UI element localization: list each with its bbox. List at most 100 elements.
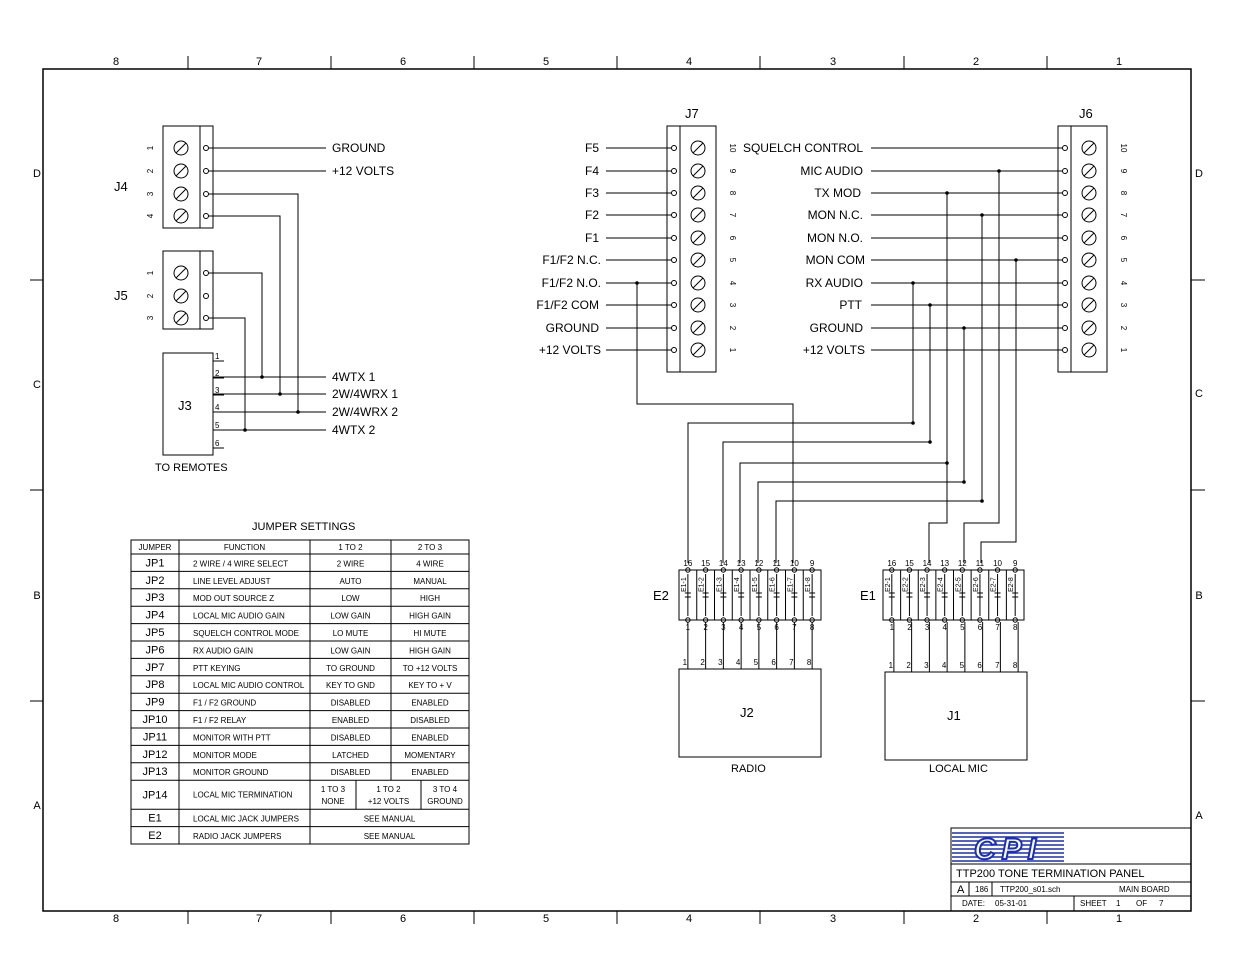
j6-signal: MON N.O. bbox=[807, 231, 863, 245]
j6-pin-tab bbox=[1062, 280, 1068, 286]
j6-terminal-slot bbox=[1083, 209, 1095, 221]
e2-top-pin-number: 14 bbox=[719, 559, 728, 568]
e1-jumper-label: E2-6 bbox=[973, 577, 980, 592]
j6-terminal-slot bbox=[1083, 277, 1095, 289]
j3-pin-number: 1 bbox=[215, 352, 220, 361]
e1-top-pad bbox=[1012, 567, 1018, 573]
table-option-cell: ENABLED bbox=[332, 716, 370, 725]
table-function-cell: LOCAL MIC AUDIO GAIN bbox=[193, 612, 285, 621]
border-col-label: 8 bbox=[113, 913, 119, 925]
of-label: OF bbox=[1136, 899, 1147, 908]
table-option-cell: GROUND bbox=[427, 797, 463, 806]
table-jumper-cell: JP2 bbox=[146, 575, 165, 587]
e1-jumper-label: E2-3 bbox=[920, 577, 927, 592]
border-col-label: 5 bbox=[543, 913, 549, 925]
j7-terminal-screw bbox=[690, 342, 706, 358]
j1-pin-number: 5 bbox=[960, 661, 965, 670]
e1-top-pad bbox=[977, 567, 983, 573]
table-function-cell: F1 / F2 RELAY bbox=[193, 716, 247, 725]
j7-signal: F2 bbox=[585, 208, 599, 222]
table-option-cell: 1 TO 2 bbox=[376, 785, 401, 794]
j2-pin-number: 8 bbox=[807, 658, 812, 667]
table-option-cell: ENABLED bbox=[411, 733, 449, 742]
table-option-cell: 3 TO 4 bbox=[433, 785, 458, 794]
j5-pin-number: 1 bbox=[146, 270, 155, 275]
j7-terminal-screw bbox=[690, 207, 706, 223]
j1-label: J1 bbox=[947, 708, 961, 723]
e2-top-pin-number: 9 bbox=[810, 559, 815, 568]
board-name: MAIN BOARD bbox=[1119, 885, 1170, 894]
border-col-label: 4 bbox=[686, 913, 692, 925]
table-option-cell: 1 TO 3 bbox=[321, 785, 346, 794]
table-jumper-cell: E2 bbox=[148, 830, 161, 842]
j7-pin-number: 6 bbox=[728, 236, 737, 241]
table-option-cell: 2 WIRE bbox=[337, 559, 365, 568]
sheet-total: 7 bbox=[1159, 899, 1164, 908]
j6-terminal-slot bbox=[1083, 254, 1095, 266]
e2-top-pin-number: 16 bbox=[683, 559, 692, 568]
j6-pin-tab bbox=[1062, 190, 1068, 196]
net-junctions bbox=[635, 169, 1018, 503]
j7-terminal-slot bbox=[692, 165, 704, 177]
table-option-cell: DISABLED bbox=[410, 716, 450, 725]
j4-pin-number: 2 bbox=[146, 168, 155, 173]
table-jumper-cell: JP13 bbox=[142, 766, 167, 778]
j7-terminal-slot bbox=[692, 299, 704, 311]
e1-bottom-pad bbox=[994, 617, 1001, 623]
j6-terminal-screw bbox=[1081, 297, 1097, 313]
j7-terminal-screw bbox=[690, 252, 706, 268]
j6-terminal-slot bbox=[1083, 165, 1095, 177]
j7-terminal-slot bbox=[692, 142, 704, 154]
table-option-cell: AUTO bbox=[339, 577, 361, 586]
e1-bottom-pad bbox=[906, 617, 913, 623]
border-col-label: 6 bbox=[400, 913, 406, 925]
e2-jumper-label: E1-6 bbox=[770, 577, 777, 592]
table-function-cell: PTT KEYING bbox=[193, 664, 240, 673]
drawing-date: 05-31-01 bbox=[995, 899, 1028, 908]
table-option-cell: KEY TO + V bbox=[408, 681, 452, 690]
border-row-label: A bbox=[1195, 810, 1203, 822]
table-function-cell: MONITOR WITH PTT bbox=[193, 733, 271, 742]
border-col-label: 7 bbox=[256, 56, 262, 68]
table-function-cell: LINE LEVEL ADJUST bbox=[193, 577, 271, 586]
e1-top-pad bbox=[889, 567, 895, 573]
j7-terminal-screw bbox=[690, 230, 706, 246]
drawing-title: TTP200 TONE TERMINATION PANEL bbox=[956, 868, 1144, 880]
j7-signal: +12 VOLTS bbox=[539, 343, 601, 357]
table-jumper-cell: JP5 bbox=[146, 627, 165, 639]
j6-terminal-screw bbox=[1081, 342, 1097, 358]
table-jumper-cell: JP11 bbox=[143, 731, 167, 743]
table-option-cell: SEE MANUAL bbox=[364, 832, 416, 841]
j6-terminal-screw bbox=[1081, 207, 1097, 223]
e1-jumper-label: E2-1 bbox=[885, 577, 892, 592]
wiring-nets bbox=[636, 171, 1017, 563]
j3-pin-number: 5 bbox=[215, 421, 220, 430]
title-block: CPI TTP200 TONE TERMINATION PANEL A 186 … bbox=[950, 827, 1192, 912]
cpi-logo-text: CPI bbox=[974, 833, 1042, 866]
e2-top-pin-number: 13 bbox=[737, 559, 746, 568]
border-row-label: B bbox=[33, 590, 40, 602]
table-function-cell: MOD OUT SOURCE Z bbox=[193, 594, 274, 603]
j7-terminal-screw bbox=[690, 185, 706, 201]
connector-j5: J5 1 2 3 bbox=[114, 250, 263, 430]
e1-top-pin-number: 15 bbox=[905, 559, 914, 568]
j2-label: J2 bbox=[740, 705, 754, 720]
j7-terminal-slot bbox=[692, 209, 704, 221]
border-row-label: C bbox=[33, 379, 41, 391]
e1-bottom-pad bbox=[1012, 617, 1018, 623]
e2-label: E2 bbox=[653, 588, 669, 603]
border-row-label: C bbox=[1195, 388, 1203, 400]
table-option-cell: HIGH GAIN bbox=[409, 646, 451, 655]
j7-signal: F1/F2 N.C. bbox=[542, 253, 601, 267]
j6-terminal-screw bbox=[1081, 320, 1097, 336]
table-option-cell: LO MUTE bbox=[333, 629, 369, 638]
border-col-label: 8 bbox=[113, 56, 119, 68]
e1-top-pad bbox=[994, 567, 1001, 573]
j6-terminal-slot bbox=[1083, 142, 1095, 154]
table-jumper-cell: JP14 bbox=[142, 790, 167, 802]
e2-top-pad bbox=[720, 567, 727, 573]
j6-pin-number: 3 bbox=[1119, 303, 1128, 308]
j7-signal: GROUND bbox=[546, 321, 600, 335]
